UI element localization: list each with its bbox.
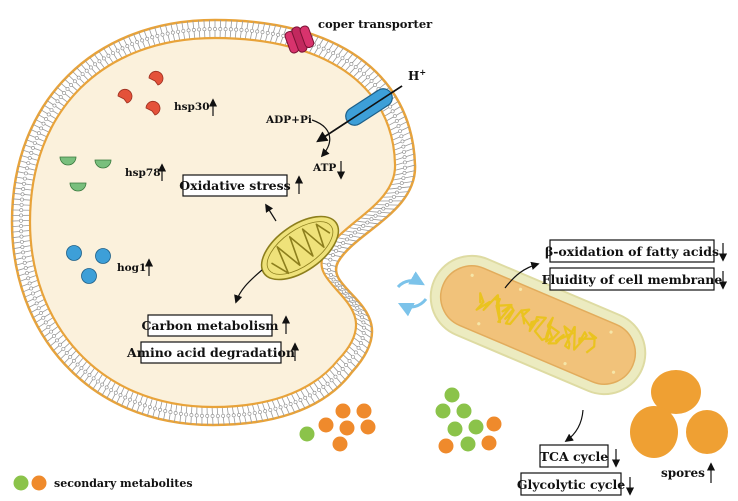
oxidative-stress-box bbox=[182, 174, 288, 197]
mito-to-oxidative-arrow bbox=[265, 203, 277, 222]
hsp30-proteins bbox=[117, 70, 164, 116]
legend: secondary metabolites bbox=[13, 475, 193, 491]
adp-pi-label: ADP+Pi bbox=[265, 114, 312, 126]
atp-label: ATP bbox=[312, 162, 336, 174]
glycolytic-cycle-box bbox=[520, 472, 622, 496]
bacterium-to-tca-arrow bbox=[564, 409, 584, 442]
hsp78-label: hsp78 bbox=[125, 167, 161, 179]
legend-green-swatch bbox=[13, 475, 29, 491]
hsp30-label: hsp30 bbox=[174, 101, 210, 113]
exchange-arrows-icon bbox=[396, 271, 428, 317]
bacterium-to-beta-arrow bbox=[504, 261, 540, 289]
legend-label: secondary metabolites bbox=[54, 477, 193, 490]
copper-transporter-label: coper transporter bbox=[318, 17, 433, 31]
tca-cycle-label: TCA cycle bbox=[540, 449, 609, 464]
spores bbox=[630, 370, 728, 458]
bacterium-icon bbox=[429, 254, 647, 396]
tca-cycle-box bbox=[539, 444, 609, 468]
hog1-proteins bbox=[66, 245, 111, 284]
amino-acid-degradation-box bbox=[140, 341, 282, 364]
beta-oxidation-box bbox=[549, 239, 715, 263]
mito-to-carbon-arrow bbox=[234, 269, 263, 304]
carbon-metabolism-box bbox=[147, 314, 273, 337]
yeast-secondary-metabolites bbox=[299, 403, 376, 452]
bacterium-secondary-metabolites bbox=[435, 387, 502, 454]
fluidity-box bbox=[549, 267, 715, 291]
mitochondrion-icon bbox=[260, 215, 340, 281]
beta-oxidation-label: β-oxidation of fatty acids bbox=[545, 244, 719, 259]
spores-label: spores bbox=[661, 466, 705, 480]
oxidative-stress-label: Oxidative stress bbox=[179, 178, 290, 193]
fluidity-label: Fluidity of cell membrane bbox=[542, 272, 723, 287]
atp-synthesis-arrow bbox=[311, 119, 331, 158]
glycolytic-cycle-label: Glycolytic cycle bbox=[517, 477, 625, 492]
h-plus-label: H+ bbox=[408, 67, 426, 83]
copper-transporter-icon bbox=[284, 25, 315, 54]
proton-channel-icon bbox=[316, 85, 403, 143]
hsp78-proteins bbox=[59, 156, 112, 192]
cell-membrane bbox=[10, 18, 417, 427]
carbon-metabolism-label: Carbon metabolism bbox=[141, 318, 278, 333]
legend-orange-swatch bbox=[31, 475, 47, 491]
amino-acid-degradation-label: Amino acid degradation bbox=[126, 345, 295, 360]
hog1-label: hog1 bbox=[117, 262, 146, 274]
